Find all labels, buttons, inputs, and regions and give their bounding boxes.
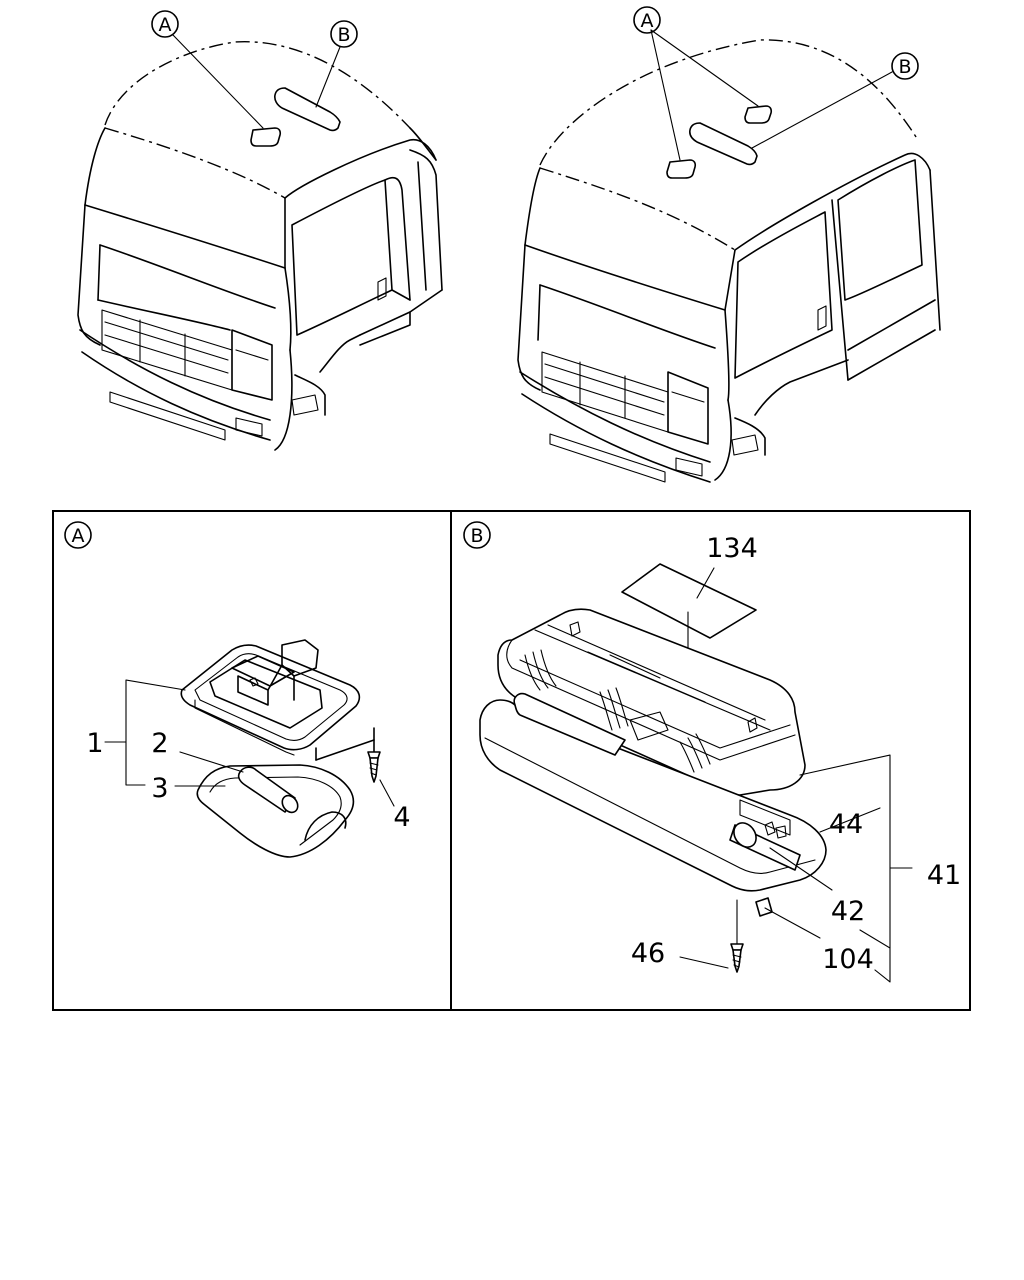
callout-b-left-label: B — [337, 24, 350, 46]
map-lamp-b-shape — [274, 87, 341, 132]
callout-a-left-label: A — [159, 14, 172, 36]
part-label-134: 134 — [706, 533, 758, 564]
panel-a: A — [64, 521, 411, 858]
callout-b-right-label: B — [898, 56, 911, 78]
dome-lamp-a1-shape — [666, 159, 697, 179]
callout-a-right-label: A — [641, 10, 654, 32]
tube-bulb-upper — [513, 692, 626, 756]
part-label-2: 2 — [151, 728, 168, 759]
callout-b-right: B — [891, 52, 919, 80]
panel-b-tag: B — [463, 521, 491, 549]
map-lamp-b-crew-shape — [689, 122, 758, 166]
dome-lamp-lens — [196, 764, 355, 858]
panel-a-tag: A — [64, 521, 92, 549]
panel-b-tag-label: B — [470, 525, 483, 547]
callout-b-left: B — [330, 20, 358, 48]
dome-lamp-housing — [180, 639, 361, 756]
bracket-1 — [125, 679, 186, 786]
clip-104 — [755, 897, 773, 917]
dome-lamp-a-shape — [250, 127, 282, 147]
part-label-104: 104 — [822, 944, 874, 975]
callout-a-right: A — [633, 6, 661, 34]
part-label-1: 1 — [86, 728, 103, 759]
screw-4 — [315, 727, 381, 783]
pad-134 — [621, 563, 757, 639]
truck-cab-crew — [517, 29, 941, 483]
panel-b: B — [463, 521, 961, 983]
part-label-42: 42 — [831, 896, 865, 927]
part-label-41: 41 — [927, 860, 961, 891]
part-label-4: 4 — [393, 802, 410, 833]
part-label-3: 3 — [151, 773, 168, 804]
panel-a-tag-label: A — [72, 525, 85, 547]
part-label-46: 46 — [631, 938, 665, 969]
part-label-44: 44 — [829, 809, 863, 840]
festoon-bulb — [237, 766, 299, 814]
screw-46 — [730, 899, 744, 973]
callout-a-left: A — [151, 10, 179, 38]
tube-bulb-42 — [729, 822, 801, 871]
dome-lamp-a2-shape — [744, 105, 773, 124]
detail-frame — [52, 510, 971, 1011]
truck-cab-standard — [77, 34, 443, 451]
